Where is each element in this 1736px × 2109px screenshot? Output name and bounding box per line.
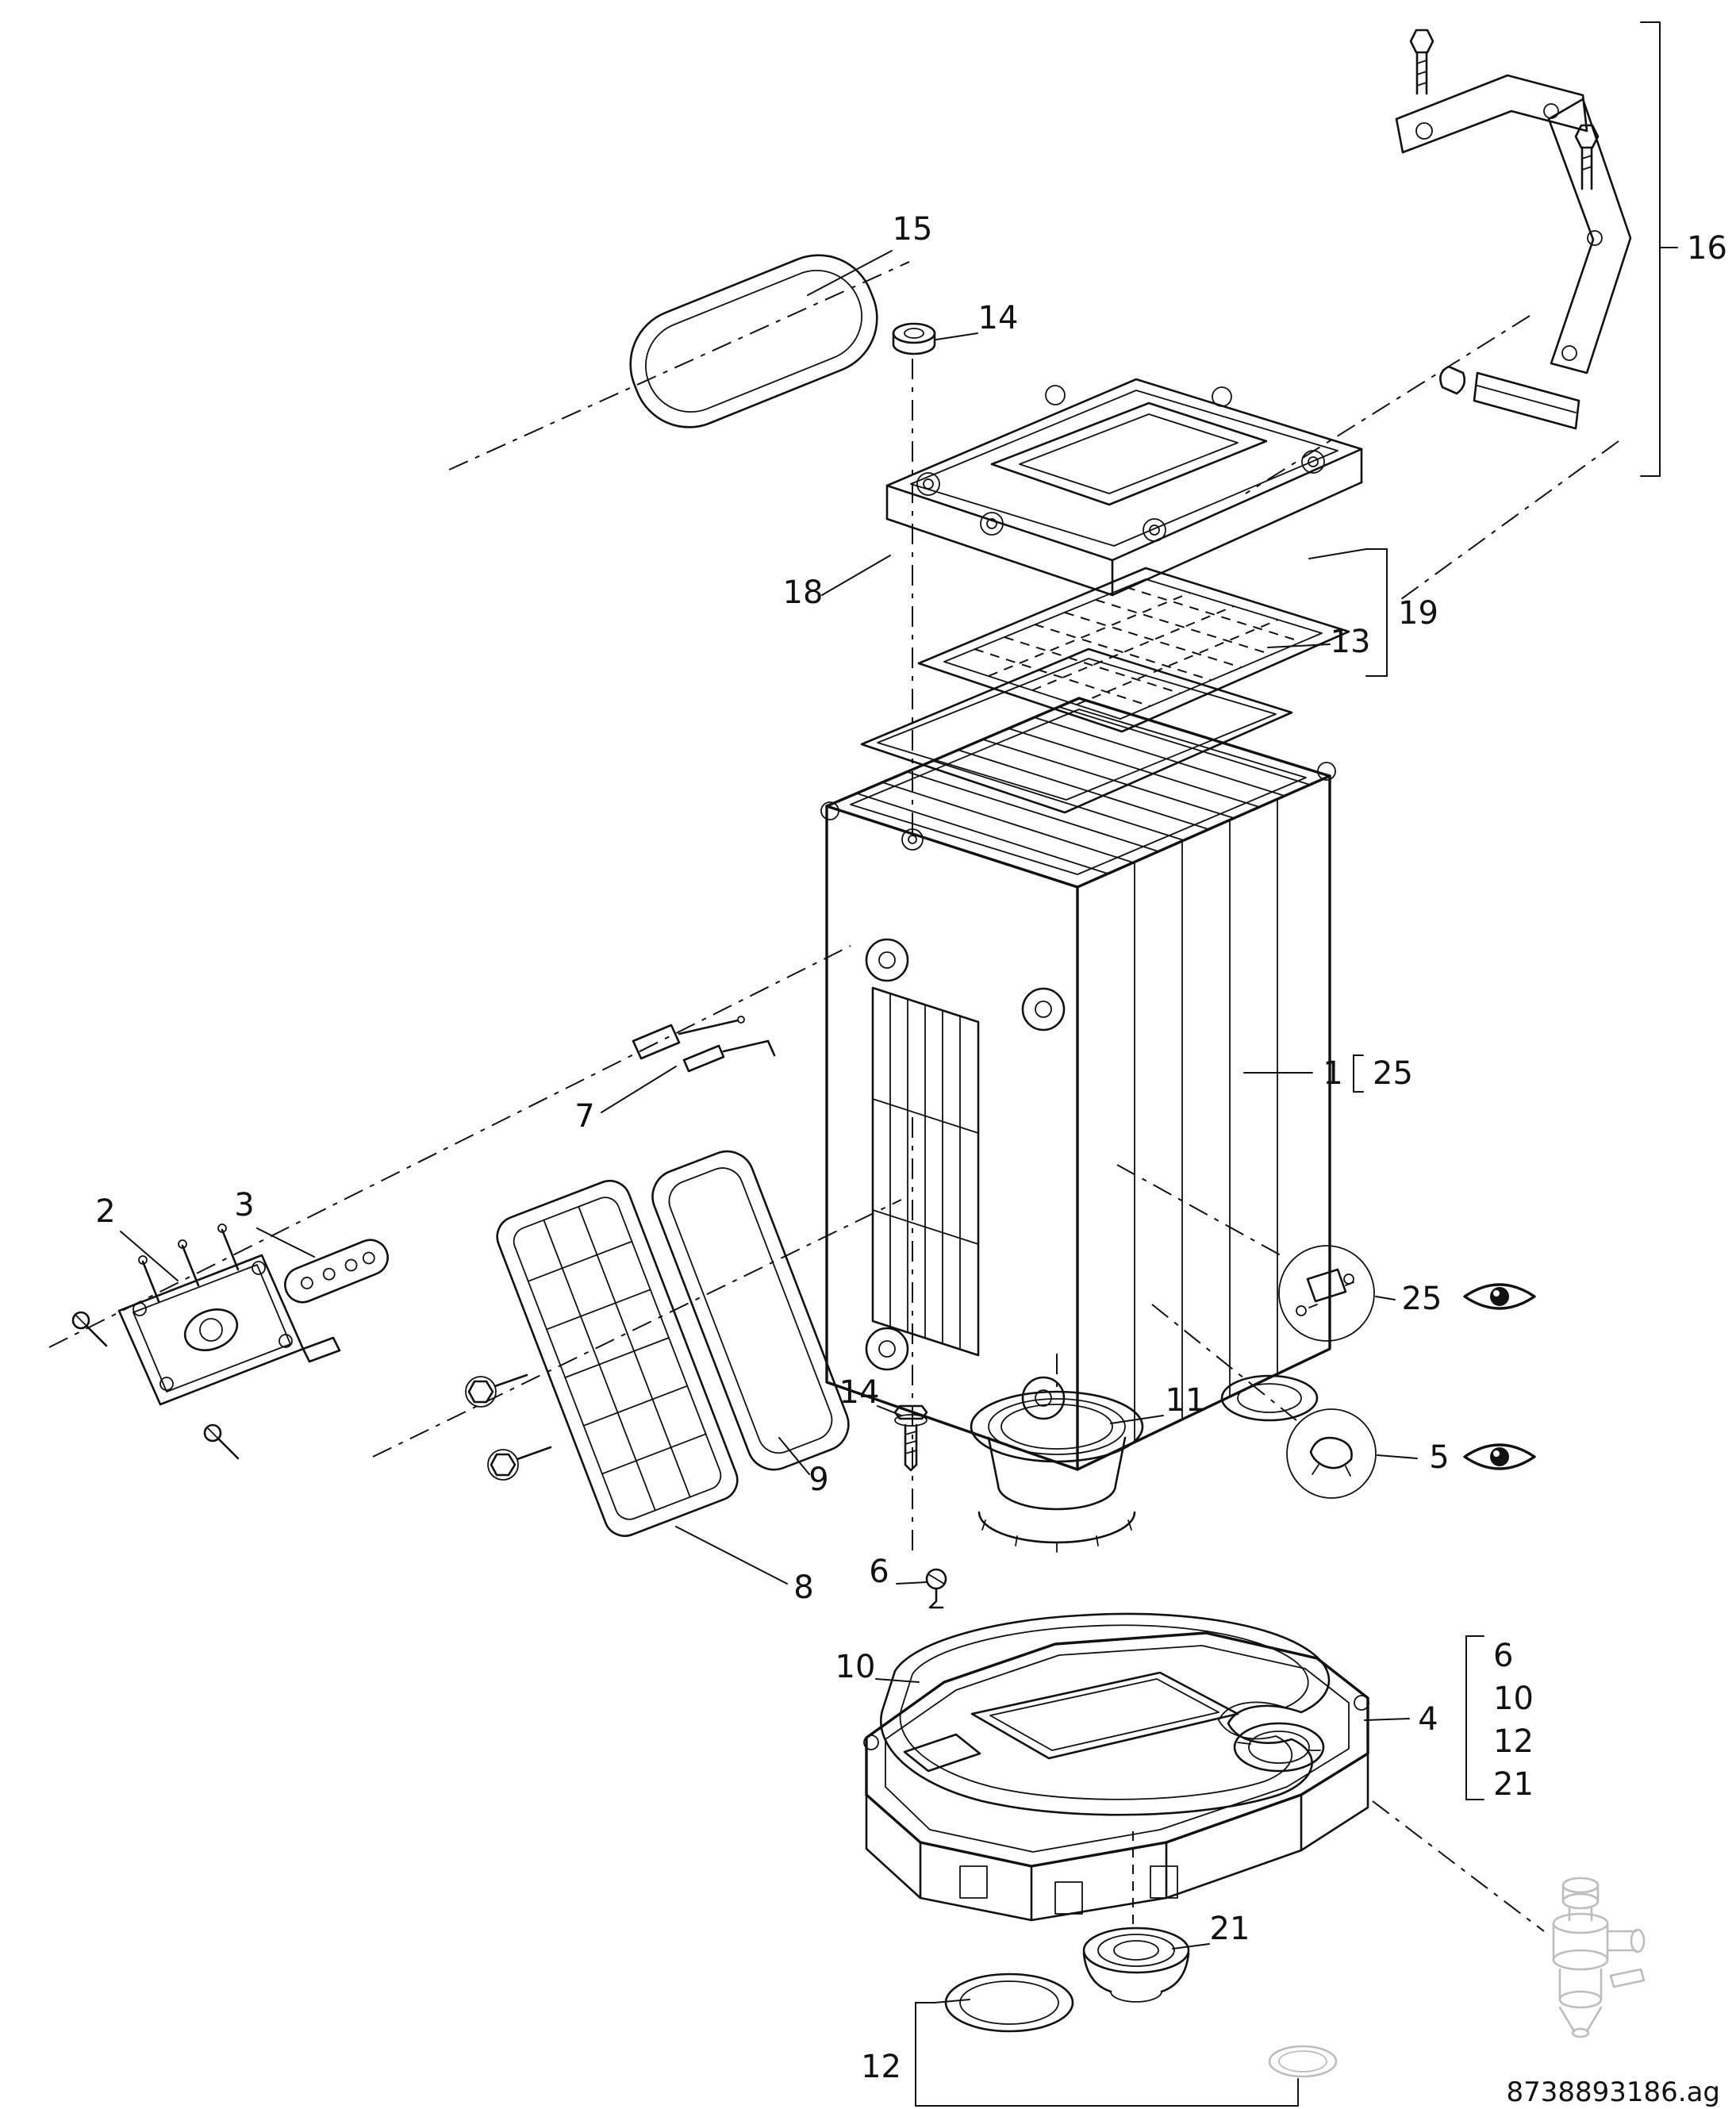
callout-21: 21 [1210,1911,1250,1947]
callout-3: 3 [234,1187,254,1224]
heat-exchanger-block-drawing [820,697,1336,1471]
group-brackets [915,21,1661,2107]
callout-13: 13 [1331,624,1371,660]
callout-18: 18 [783,574,824,611]
construction-axes [48,261,1619,1932]
callout-19: 19 [1398,595,1438,632]
hex-bolt-icon [487,1446,552,1481]
inspection-cover-drawing [465,1179,739,1538]
sealing-rings-drawing [944,1973,1338,2078]
eye-icon [1463,1443,1536,1470]
cover-gasket-drawing [651,1150,850,1471]
callout-group4-21: 21 [1493,1766,1534,1803]
callout-4: 4 [1418,1701,1438,1738]
callout-25-block: 25 [1373,1055,1413,1092]
hex-bolt-icon [465,1373,528,1408]
callout-labels: 15 14 16 18 19 13 1 25 7 2 3 25 5 14 11 … [95,211,1727,2085]
insert-gasket-drawing [860,647,1293,814]
callout-7: 7 [574,1098,594,1135]
electrode-set-drawing [632,1016,776,1073]
gasket-plate-3-drawing [284,1239,389,1304]
callout-8: 8 [793,1569,813,1606]
callout-1: 1 [1323,1055,1342,1092]
flue-adapter-drawing [970,1390,1144,1553]
condensate-pan-drawing [863,1631,1369,1922]
heat-insert-drawing [917,567,1350,733]
screw-icon [203,1423,240,1460]
ghost-valve-drawing [1552,1877,1646,2038]
flange-bolt-icon [1574,124,1600,190]
callout-10: 10 [835,1649,876,1685]
top-grommet-drawing [892,322,936,355]
flange-bolt-icon [1409,29,1435,95]
coil-fins [856,706,1311,874]
siphon-grommet-drawing [1082,1927,1190,2003]
top-cover-drawing [885,378,1363,597]
callout-25-detail: 25 [1402,1281,1442,1317]
document-id: 8738893186.ag [1506,2076,1720,2108]
clip-plug-drawing [925,1568,947,1609]
gauze-hatch [974,586,1303,707]
detail-circle-25 [1278,1245,1375,1342]
electrode-plate-assembly-drawing [71,1224,389,1460]
top-gasket-drawing [629,254,878,428]
callout-group4-6: 6 [1493,1638,1513,1674]
callout-12: 12 [861,2049,901,2085]
pan-gasket-drawing [880,1612,1331,1816]
callout-16: 16 [1687,230,1727,267]
mounting-bracket-set-drawing [1395,29,1632,430]
callout-11: 11 [1166,1382,1206,1419]
eye-icon [1463,1283,1536,1310]
detail-circle-5 [1286,1408,1377,1499]
callout-15: 15 [893,211,933,248]
callout-5: 5 [1429,1439,1449,1476]
callout-14-bolt: 14 [839,1374,880,1411]
callout-group4-10: 10 [1493,1681,1534,1717]
screw-icon [71,1311,108,1347]
callout-9: 9 [808,1462,828,1498]
callout-group4-12: 12 [1493,1723,1534,1760]
side-ribs [1134,798,1278,1443]
bolt-drawing [893,1404,928,1472]
front-grille [871,986,980,1357]
callout-14-top: 14 [978,300,1019,336]
leader-lines [120,247,1678,1950]
callout-6: 6 [869,1554,889,1590]
callout-2: 2 [95,1193,115,1230]
